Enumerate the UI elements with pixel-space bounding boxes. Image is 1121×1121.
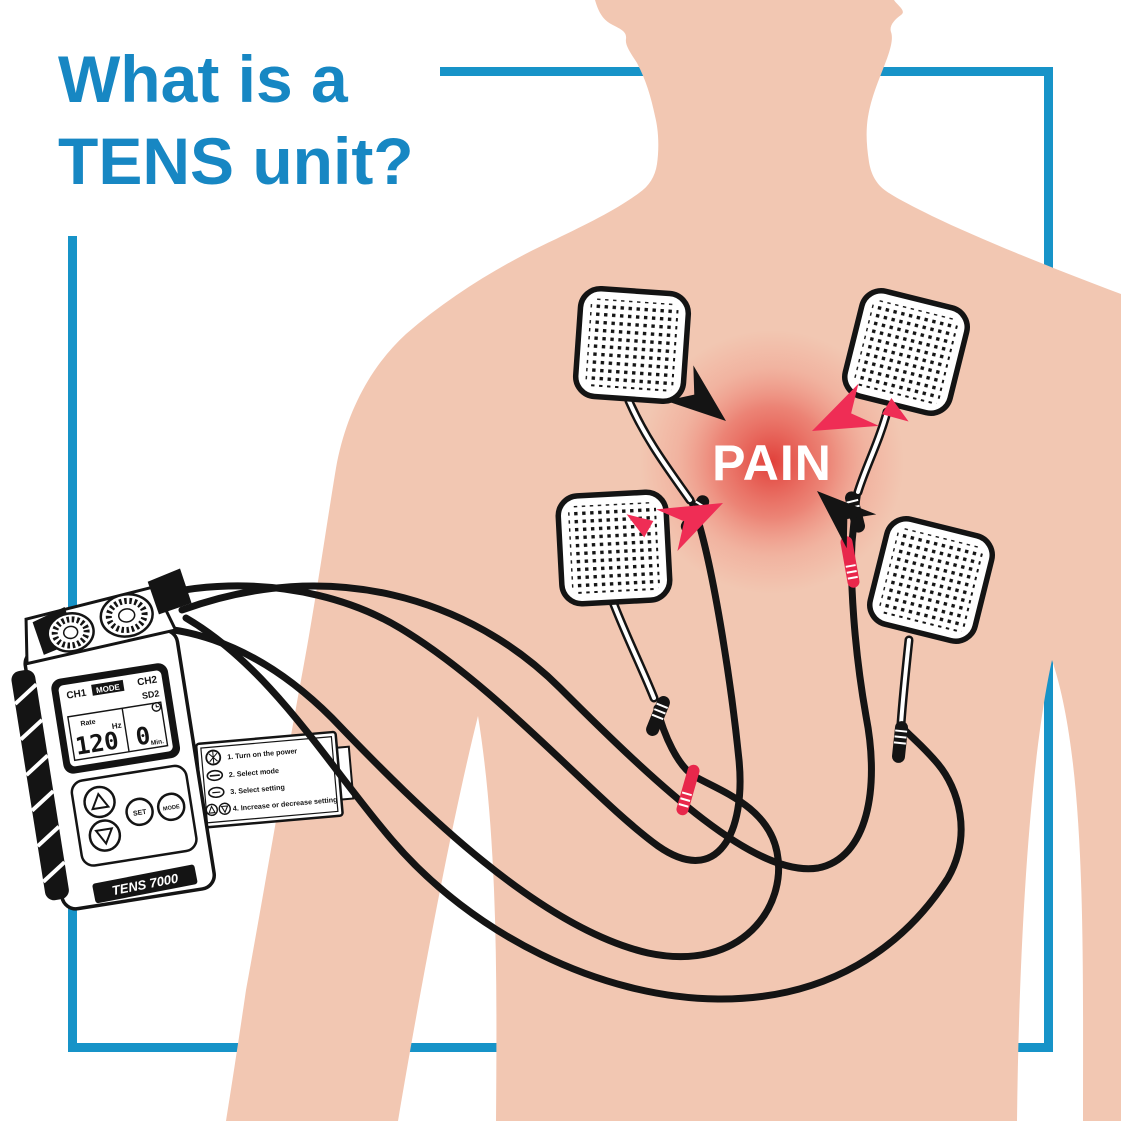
display-divider: [121, 708, 130, 752]
mode-button-icon-detail: [209, 774, 220, 777]
pain-label: PAIN: [712, 435, 832, 491]
pad-lead-wires: [608, 396, 914, 729]
mode-button: MODE: [156, 792, 186, 822]
mode-button-label: MODE: [163, 804, 181, 813]
red-connector: [676, 764, 700, 816]
body-silhouette: [226, 0, 1121, 1121]
up-button: [83, 785, 116, 819]
down-arrow-icon: [94, 827, 114, 846]
electrode-pad-bottom-right: [867, 516, 995, 644]
display-mode-label: MODE: [95, 682, 121, 695]
set-button: SET: [125, 797, 154, 827]
electrode-pad-top-right: [842, 288, 970, 416]
electrode-pad-bottom-left: [555, 489, 673, 607]
tens-device: CH1 MODE CH2 SD2 Rate 120 Hz 0 Min.: [11, 568, 216, 911]
cable-channel2-b: [182, 614, 965, 1003]
display-sd2-label: SD2: [141, 688, 160, 701]
display-time-value: 0: [134, 721, 153, 751]
cable-boot-right: [147, 568, 192, 615]
lead-wire: [627, 399, 692, 502]
down-button: [88, 819, 122, 852]
up-down-buttons-icon: [205, 802, 231, 817]
black-connector: [646, 696, 670, 736]
display-rate-unit: Hz: [111, 721, 122, 731]
set-button-label: SET: [133, 809, 148, 818]
display-time-unit: Min.: [151, 738, 165, 747]
card-inner-border: [200, 736, 339, 824]
knob-icon-detail: [208, 751, 218, 764]
display-rate-label: Rate: [80, 719, 96, 728]
up-arrow-icon: [91, 792, 111, 811]
device-display: CH1 MODE CH2 SD2 Rate 120 Hz 0 Min.: [51, 663, 181, 774]
device-button-panel: SET MODE: [70, 764, 198, 867]
side-grip: [11, 669, 69, 901]
instruction-card: 1. Turn on the power 2. Select mode 3. S…: [195, 730, 355, 829]
headline-line2: TENS unit?: [58, 124, 414, 198]
pink-arrow-icon: [626, 503, 723, 552]
display-mode-box: [91, 679, 125, 696]
pain-arrows: [626, 365, 909, 552]
black-connector: [891, 721, 909, 763]
intensity-knob-ch1: [46, 612, 95, 653]
lead-wire: [899, 638, 911, 726]
instruction-step-2-label: 2. Select mode: [228, 766, 279, 779]
black-arrow-icon: [817, 491, 877, 549]
black-arrow-icon: [665, 365, 726, 421]
display-value-box: [67, 701, 169, 762]
intensity-knob-ch2: [99, 593, 154, 638]
headline: What is a TENS unit?: [58, 42, 414, 198]
lead-wire: [856, 410, 889, 494]
instruction-step-2: 2. Select mode: [206, 766, 279, 782]
display-ch2-label: CH2: [137, 674, 159, 688]
display-rate-value: 120: [73, 726, 120, 760]
electrode-pad-top-left: [572, 285, 692, 405]
lead-wire: [611, 600, 656, 700]
headline-line1: What is a: [58, 42, 349, 116]
pink-arrow-icon: [812, 383, 909, 431]
red-connector: [840, 536, 860, 588]
set-button-icon-detail: [212, 791, 221, 794]
display-ch1-label: CH1: [66, 688, 88, 702]
cable-channel1-b: [76, 624, 782, 961]
